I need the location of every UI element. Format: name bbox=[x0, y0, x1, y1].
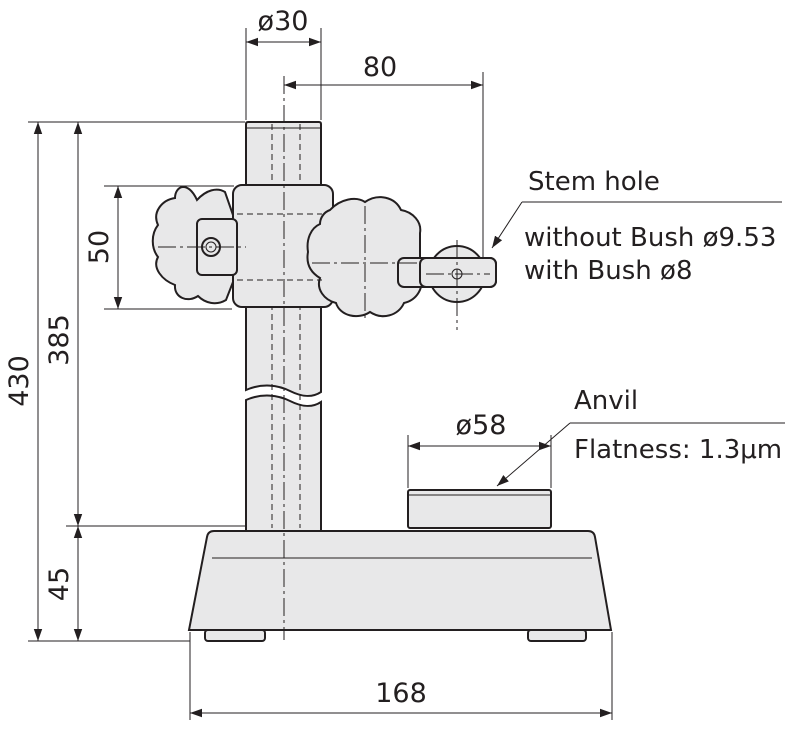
center-lines bbox=[158, 76, 490, 640]
dimension-text-arm-reach: 80 bbox=[363, 52, 397, 83]
anvil-title: Anvil bbox=[574, 386, 638, 416]
dimension-430: 430 bbox=[4, 121, 245, 642]
dimension-diameter-58: ø58 bbox=[407, 410, 552, 488]
gauge-holder-arm-front bbox=[419, 257, 497, 288]
arm-knob bbox=[306, 196, 423, 318]
anvil bbox=[407, 489, 552, 529]
callout-stem-hole: Stem hole without Bush ø9.53 with Bush ø… bbox=[492, 167, 782, 286]
dimension-text-total-height: 430 bbox=[4, 355, 35, 407]
anvil-body bbox=[407, 489, 552, 529]
dimension-text-clamp-height: 50 bbox=[84, 230, 115, 264]
dimension-168: 168 bbox=[189, 632, 613, 720]
stem-hole-leader bbox=[492, 201, 782, 248]
anvil-leader bbox=[497, 422, 785, 486]
callout-anvil: Anvil Flatness: 1.3μm bbox=[497, 386, 785, 486]
dimension-45: 45 bbox=[44, 526, 83, 641]
base-foot-left bbox=[204, 629, 266, 642]
base-foot-right bbox=[527, 629, 587, 642]
dimension-text-anvil-diameter: ø58 bbox=[456, 410, 507, 441]
dimension-text-column-height: 385 bbox=[44, 314, 75, 366]
base bbox=[187, 530, 613, 642]
dimension-text-stem-diameter: ø30 bbox=[258, 6, 309, 37]
dimension-diameter-30: ø30 bbox=[245, 6, 322, 120]
stem-hole-with-bush: with Bush ø8 bbox=[524, 256, 692, 286]
base-body bbox=[187, 530, 613, 631]
stem-hole-without-bush: without Bush ø9.53 bbox=[524, 223, 776, 253]
dimension-385: 385 bbox=[44, 122, 246, 527]
dimension-50: 50 bbox=[84, 185, 234, 310]
dimension-text-base-height: 45 bbox=[44, 567, 75, 601]
stem-hole-title: Stem hole bbox=[528, 167, 660, 197]
clamp-assembly bbox=[151, 184, 497, 318]
dimension-80: 80 bbox=[284, 52, 484, 258]
dimension-text-base-width: 168 bbox=[375, 678, 427, 709]
anvil-flatness: Flatness: 1.3μm bbox=[574, 435, 782, 465]
